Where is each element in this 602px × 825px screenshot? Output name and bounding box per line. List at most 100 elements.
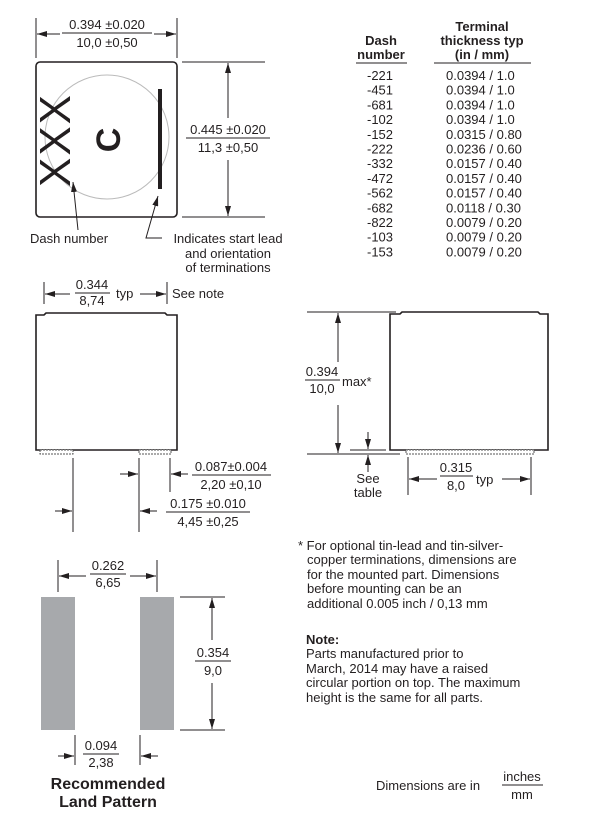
land-pattern: 0.262 6,65 0.354 9,0 0.094 2,38 Recommen…	[41, 558, 231, 811]
header-dash: number	[357, 47, 405, 62]
units-legend: Dimensions are in inches mm	[376, 769, 543, 802]
thickness-cell: 0.0079 / 0.20	[446, 215, 522, 230]
dash-number-cell: -682	[367, 200, 393, 215]
leader-arrow	[71, 181, 79, 231]
height-mm: 11,3 ±0,50	[198, 140, 258, 155]
height-inches: 0.445 ±0.020	[190, 122, 266, 137]
pad-pitch-inches: 0.175 ±0.010	[170, 496, 246, 511]
spacing-mm: 6,65	[95, 575, 120, 590]
thickness-cell: 0.0394 / 1.0	[446, 112, 515, 127]
dash-number-cell: -153	[367, 244, 393, 259]
dash-number-cell: -103	[367, 230, 393, 245]
thickness-cell: 0.0157 / 0.40	[446, 171, 522, 186]
land-pad-right	[140, 597, 174, 730]
end-view: 0.394 10,0 max* See table 0.315 8,0 typ	[305, 311, 549, 500]
dash-number-marking: XXX	[31, 93, 80, 187]
max-label: max*	[342, 374, 372, 389]
table-row: -152 0.0315 / 0.80	[367, 127, 522, 142]
start-lead-label: and orientation	[185, 246, 271, 261]
note-line: circular portion on top. The maximum	[306, 675, 520, 690]
gap-inches: 0.094	[85, 738, 118, 753]
dash-number-cell: -681	[367, 97, 393, 112]
note-line: height is the same for all parts.	[306, 690, 483, 705]
see-table-label: See	[356, 471, 379, 486]
units-label: Dimensions are in	[376, 778, 480, 793]
table-row: -103 0.0079 / 0.20	[367, 230, 522, 245]
dash-number-cell: -221	[367, 68, 393, 83]
table-row: -102 0.0394 / 1.0	[367, 112, 515, 127]
see-table-label: table	[354, 485, 382, 500]
footnote: * For optional tin-lead and tin-silver- …	[298, 538, 517, 611]
thickness-cell: 0.0236 / 0.60	[446, 142, 522, 157]
thickness-cell: 0.0394 / 1.0	[446, 68, 515, 83]
termination-pad	[39, 449, 74, 455]
side-width-mm: 8,74	[79, 293, 104, 308]
side-view: 0.344 8,74 typ See note 0.087±0.004 2,20…	[35, 277, 271, 532]
units-mm: mm	[511, 787, 533, 802]
table-row: -682 0.0118 / 0.30	[367, 200, 521, 215]
dash-number-label: Dash number	[30, 231, 109, 246]
table-row: -451 0.0394 / 1.0	[367, 83, 515, 98]
dash-number-cell: -822	[367, 215, 393, 230]
termination-pad	[138, 449, 172, 455]
table-row: -681 0.0394 / 1.0	[367, 97, 515, 112]
dash-number-cell: -472	[367, 171, 393, 186]
footnote-line: copper terminations, dimensions are	[307, 552, 517, 567]
thickness-cell: 0.0157 / 0.40	[446, 156, 522, 171]
note-line: Parts manufactured prior to	[306, 646, 464, 661]
pad-width-inches: 0.087±0.004	[195, 459, 267, 474]
land-pattern-title: Land Pattern	[59, 794, 157, 811]
end-width-mm: 8,0	[447, 478, 465, 493]
note: Note: Parts manufactured prior to March,…	[306, 632, 520, 705]
dash-number-cell: -102	[367, 112, 393, 127]
width-inches: 0.394 ±0.020	[69, 17, 145, 32]
start-lead-label: of terminations	[185, 260, 271, 275]
terminal-thickness-table: Dash number Terminal thickness typ (in /…	[356, 19, 531, 259]
thickness-cell: 0.0157 / 0.40	[446, 186, 522, 201]
header-thickness: (in / mm)	[455, 47, 509, 62]
dash-number-cell: -152	[367, 127, 393, 142]
thickness-cell: 0.0315 / 0.80	[446, 127, 522, 142]
length-mm: 9,0	[204, 663, 222, 678]
header-dash: Dash	[365, 33, 397, 48]
note-title: Note:	[306, 632, 339, 647]
table-row: -822 0.0079 / 0.20	[367, 215, 522, 230]
side-width-inches: 0.344	[76, 277, 109, 292]
leader-arrow	[145, 195, 162, 239]
thickness-cell: 0.0394 / 1.0	[446, 97, 515, 112]
pad-pitch-mm: 4,45 ±0,25	[177, 514, 238, 529]
table-row: -332 0.0157 / 0.40	[367, 156, 522, 171]
units-inches: inches	[503, 769, 541, 784]
logo-marking: C	[90, 128, 128, 153]
note-line: March, 2014 may have a raised	[306, 661, 488, 676]
spacing-inches: 0.262	[92, 558, 125, 573]
header-thickness: thickness typ	[440, 33, 523, 48]
top-view: 0.394 ±0.020 10,0 ±0,50 XXX C 0.445 ±0.0…	[30, 17, 283, 275]
land-pattern-title: Recommended	[51, 776, 166, 793]
start-lead-bar	[158, 89, 162, 189]
typ-label: typ	[476, 472, 493, 487]
termination-pad	[405, 449, 535, 455]
land-pad-left	[41, 597, 75, 730]
end-width-inches: 0.315	[440, 460, 473, 475]
table-row: -153 0.0079 / 0.20	[367, 244, 522, 259]
thickness-cell: 0.0079 / 0.20	[446, 244, 522, 259]
component-side-outline	[35, 312, 178, 451]
thickness-cell: 0.0079 / 0.20	[446, 230, 522, 245]
length-inches: 0.354	[197, 645, 230, 660]
thickness-cell: 0.0118 / 0.30	[446, 200, 521, 215]
dash-number-cell: -332	[367, 156, 393, 171]
thickness-cell: 0.0394 / 1.0	[446, 83, 515, 98]
height-inches: 0.394	[306, 364, 339, 379]
footnote-line: for the mounted part. Dimensions	[307, 567, 500, 582]
dash-number-cell: -451	[367, 83, 393, 98]
component-top-outline	[35, 61, 178, 218]
component-end-outline	[389, 311, 549, 451]
footnote-line: * For optional tin-lead and tin-silver-	[298, 538, 503, 553]
width-mm: 10,0 ±0,50	[76, 35, 137, 50]
footnote-line: additional 0.005 inch / 0,13 mm	[307, 596, 488, 611]
pad-width-mm: 2,20 ±0,10	[200, 477, 261, 492]
height-mm: 10,0	[309, 381, 334, 396]
